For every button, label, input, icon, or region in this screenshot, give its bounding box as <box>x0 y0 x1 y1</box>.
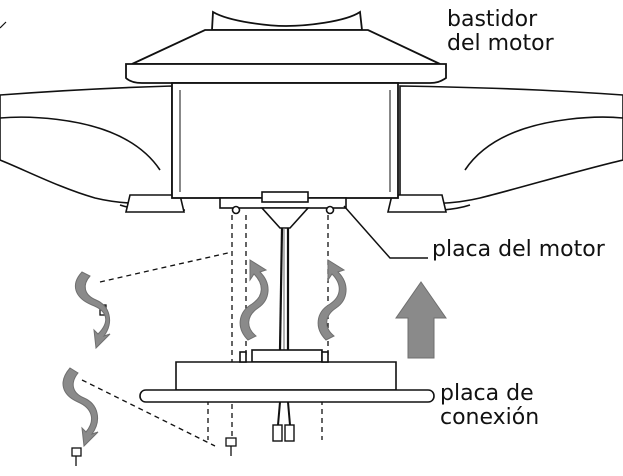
screw-icon <box>71 447 82 466</box>
connection-plate <box>139 349 435 403</box>
motor-plate <box>219 191 347 229</box>
label-motor-housing: bastidor del motor <box>447 7 554 56</box>
connection-plate-body <box>175 361 397 391</box>
housing-dome <box>211 10 364 31</box>
left-blade-bracket <box>124 194 186 213</box>
lift-arrow-up-icon <box>395 281 447 359</box>
twist-arrows <box>62 259 347 448</box>
twist-arrow-up-icon <box>239 259 269 341</box>
connection-plate-top <box>251 349 323 363</box>
motor-plate-leader <box>343 205 428 259</box>
connection-plate-flange <box>139 389 435 403</box>
twist-arrow-up-icon <box>317 259 347 341</box>
housing-rim <box>125 63 447 84</box>
plate-stud-left <box>239 351 247 363</box>
terminal-left <box>272 424 283 442</box>
alignment-lines <box>81 215 329 447</box>
wire-bundle <box>278 227 290 351</box>
terminal-right <box>284 424 295 442</box>
right-blade-bracket <box>386 194 448 213</box>
screw-head-right <box>325 205 335 215</box>
fan-blades <box>0 85 623 213</box>
left-blade <box>0 85 173 205</box>
housing-top <box>131 29 441 65</box>
screw-icon <box>225 437 237 456</box>
wire-terminals <box>272 401 295 442</box>
motor-housing <box>125 10 447 199</box>
motor-plate-hub <box>261 191 309 203</box>
right-blade <box>399 85 623 205</box>
twist-arrow-down-icon <box>62 367 99 448</box>
screw-head-left <box>231 205 241 215</box>
wire-entry <box>260 207 310 229</box>
label-motor-plate: placa del motor <box>432 237 605 262</box>
left-blade-inner-curve <box>0 116 161 171</box>
twist-arrow-down-icon <box>74 271 111 350</box>
label-connection-plate: placa de conexión <box>440 381 540 430</box>
right-blade-inner-curve <box>464 116 623 171</box>
plate-stud-right <box>321 351 329 363</box>
housing-body <box>171 82 399 199</box>
